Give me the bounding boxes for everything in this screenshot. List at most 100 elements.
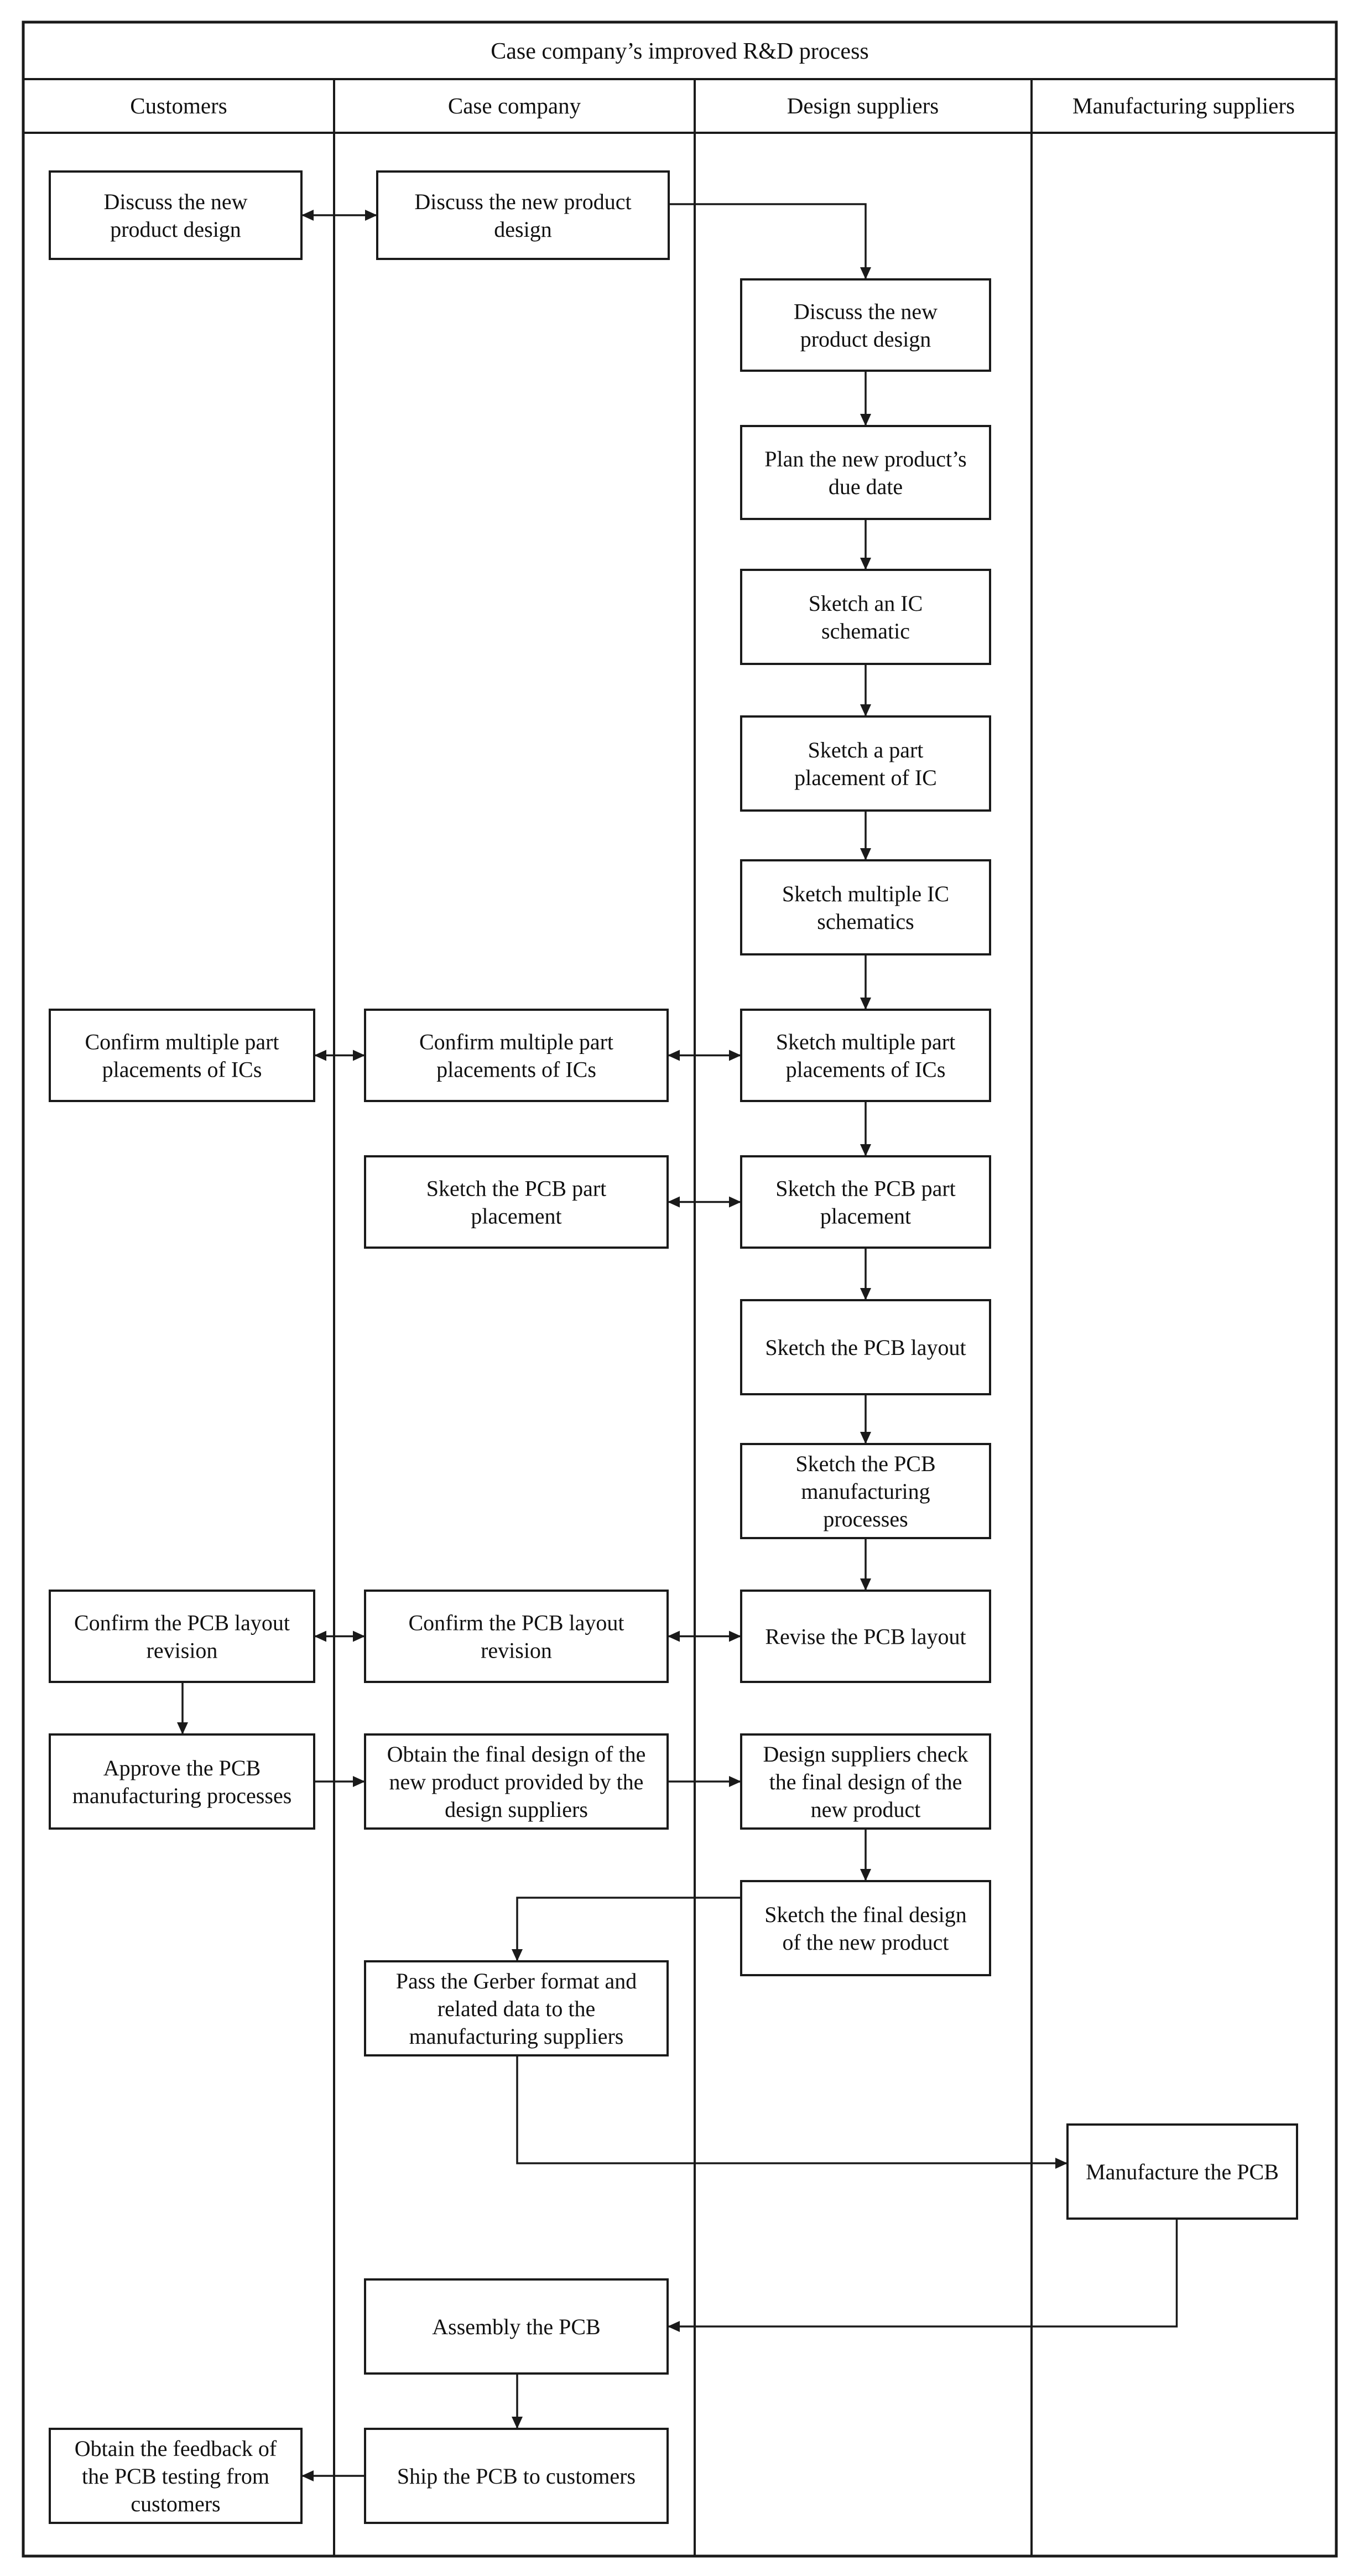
process-step-c4: Approve the PCB manufacturing processes bbox=[49, 1733, 315, 1830]
process-step-label: placement of IC bbox=[794, 765, 937, 790]
connector-d7-d8 bbox=[860, 1248, 871, 1300]
process-step-label: processes bbox=[823, 1507, 908, 1531]
arrowhead bbox=[353, 1050, 365, 1061]
arrowhead bbox=[860, 267, 871, 279]
process-box bbox=[376, 170, 670, 260]
process-box bbox=[740, 1009, 991, 1102]
arrowhead bbox=[668, 1630, 680, 1642]
arrowhead bbox=[314, 1630, 326, 1642]
connector-d4-d5 bbox=[860, 811, 871, 860]
diagram-title: Case company’s improved R&D process bbox=[491, 39, 869, 64]
process-step-label: Sketch the final design bbox=[764, 1902, 966, 1927]
connector-d5-d6 bbox=[860, 954, 871, 1010]
process-step-label: design suppliers bbox=[445, 1797, 588, 1822]
connector-c3-k4 bbox=[314, 1630, 365, 1642]
process-step-label: Ship the PCB to customers bbox=[397, 2464, 636, 2489]
process-step-label: placement bbox=[820, 1204, 911, 1229]
connector-d8-d9 bbox=[860, 1394, 871, 1444]
connector-k5-d11 bbox=[668, 1776, 741, 1787]
process-step-label: Discuss the new product bbox=[414, 189, 631, 214]
arrowhead bbox=[177, 1722, 188, 1734]
arrowhead bbox=[729, 1776, 741, 1787]
lane-title-design: Design suppliers bbox=[787, 93, 939, 118]
connector-c1-k1 bbox=[301, 210, 377, 221]
process-step-label: revision bbox=[147, 1638, 218, 1663]
process-step-label: Confirm the PCB layout bbox=[409, 1611, 624, 1635]
arrowhead bbox=[353, 1630, 365, 1642]
process-step-label: manufacturing suppliers bbox=[409, 2024, 624, 2049]
connector-k6-m1 bbox=[516, 2055, 1067, 2169]
process-step-label: design bbox=[494, 217, 551, 242]
arrowhead bbox=[301, 2470, 314, 2481]
arrowhead bbox=[668, 1050, 680, 1061]
connector-c2-k2 bbox=[314, 1050, 365, 1061]
arrowhead bbox=[860, 1144, 871, 1156]
connector-c4-k5 bbox=[314, 1776, 365, 1787]
process-box bbox=[49, 1590, 315, 1683]
connector-line bbox=[516, 2055, 1067, 2164]
arrowhead bbox=[668, 2321, 680, 2332]
connector-line bbox=[516, 1897, 741, 1961]
process-box bbox=[740, 1733, 991, 1830]
diagram-frame bbox=[22, 20, 1338, 2558]
arrowhead bbox=[353, 1776, 365, 1787]
arrowhead bbox=[860, 1869, 871, 1881]
process-step-label: placements of ICs bbox=[436, 1057, 596, 1082]
process-box bbox=[364, 2428, 669, 2524]
process-step-label: manufacturing bbox=[801, 1479, 930, 1504]
process-step-label: revision bbox=[481, 1638, 552, 1663]
process-step-label: placement bbox=[471, 1204, 561, 1229]
process-step-label: Discuss the new bbox=[794, 299, 938, 324]
process-step-label: Sketch an IC bbox=[809, 591, 923, 616]
process-step-label: related data to the bbox=[438, 1996, 595, 2021]
connector-k7-k8 bbox=[512, 2374, 523, 2429]
process-box bbox=[740, 1299, 991, 1395]
process-step-label: Assembly the PCB bbox=[432, 2314, 600, 2339]
connector-m1-k7 bbox=[668, 2219, 1178, 2332]
process-step-label: Approve the PCB bbox=[103, 1756, 261, 1780]
process-box bbox=[740, 859, 991, 955]
connector-k1-d1 bbox=[669, 203, 871, 279]
process-box bbox=[364, 1009, 669, 1102]
connector-k4-d10 bbox=[668, 1630, 741, 1642]
process-box bbox=[49, 1733, 315, 1830]
process-step-label: Confirm multiple part bbox=[85, 1030, 279, 1055]
connector-d12-k6 bbox=[512, 1897, 741, 1961]
arrowhead bbox=[860, 848, 871, 860]
process-step-label: manufacturing processes bbox=[72, 1783, 292, 1808]
process-step-label: new product bbox=[811, 1797, 921, 1822]
process-step-label: Confirm the PCB layout bbox=[74, 1611, 290, 1635]
arrowhead bbox=[512, 2417, 523, 2429]
process-step-label: of the new product bbox=[782, 1930, 949, 1955]
arrowhead bbox=[668, 1196, 680, 1208]
process-step-m1: Manufacture the PCB bbox=[1066, 2123, 1298, 2220]
process-step-k4: Confirm the PCB layout revision bbox=[364, 1590, 669, 1683]
process-step-k8: Ship the PCB to customers bbox=[364, 2428, 669, 2524]
process-step-label: Manufacture the PCB bbox=[1086, 2159, 1279, 2184]
process-box bbox=[49, 1009, 315, 1102]
process-step-label: schematics bbox=[817, 909, 914, 934]
process-box bbox=[740, 1880, 991, 1976]
arrowhead bbox=[860, 414, 871, 426]
arrowhead bbox=[860, 998, 871, 1010]
lane-title-customers: Customers bbox=[130, 93, 227, 118]
arrowhead bbox=[314, 1050, 326, 1061]
arrowhead bbox=[512, 1949, 523, 1961]
process-step-label: Plan the new product’s bbox=[764, 446, 967, 471]
connector-k2-d6 bbox=[668, 1050, 741, 1061]
connector-d11-d12 bbox=[860, 1829, 871, 1881]
process-step-label: new product provided by the bbox=[389, 1769, 644, 1794]
connector-c3-c4 bbox=[177, 1682, 188, 1734]
process-box bbox=[364, 1155, 669, 1249]
